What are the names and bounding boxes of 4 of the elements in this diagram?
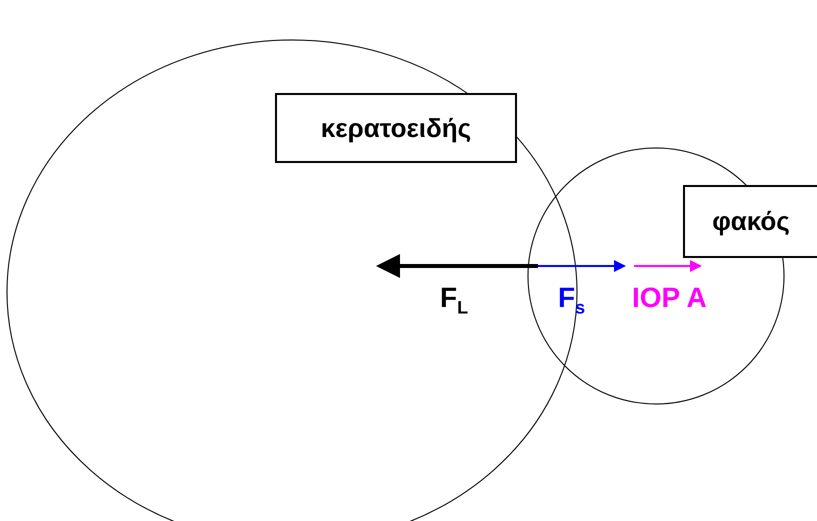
force-label: IOP A xyxy=(632,284,707,312)
label-box: κερατοειδής xyxy=(275,93,517,163)
force-label: F$_{L}$ xyxy=(440,284,468,317)
label-box: φακός xyxy=(683,185,817,258)
